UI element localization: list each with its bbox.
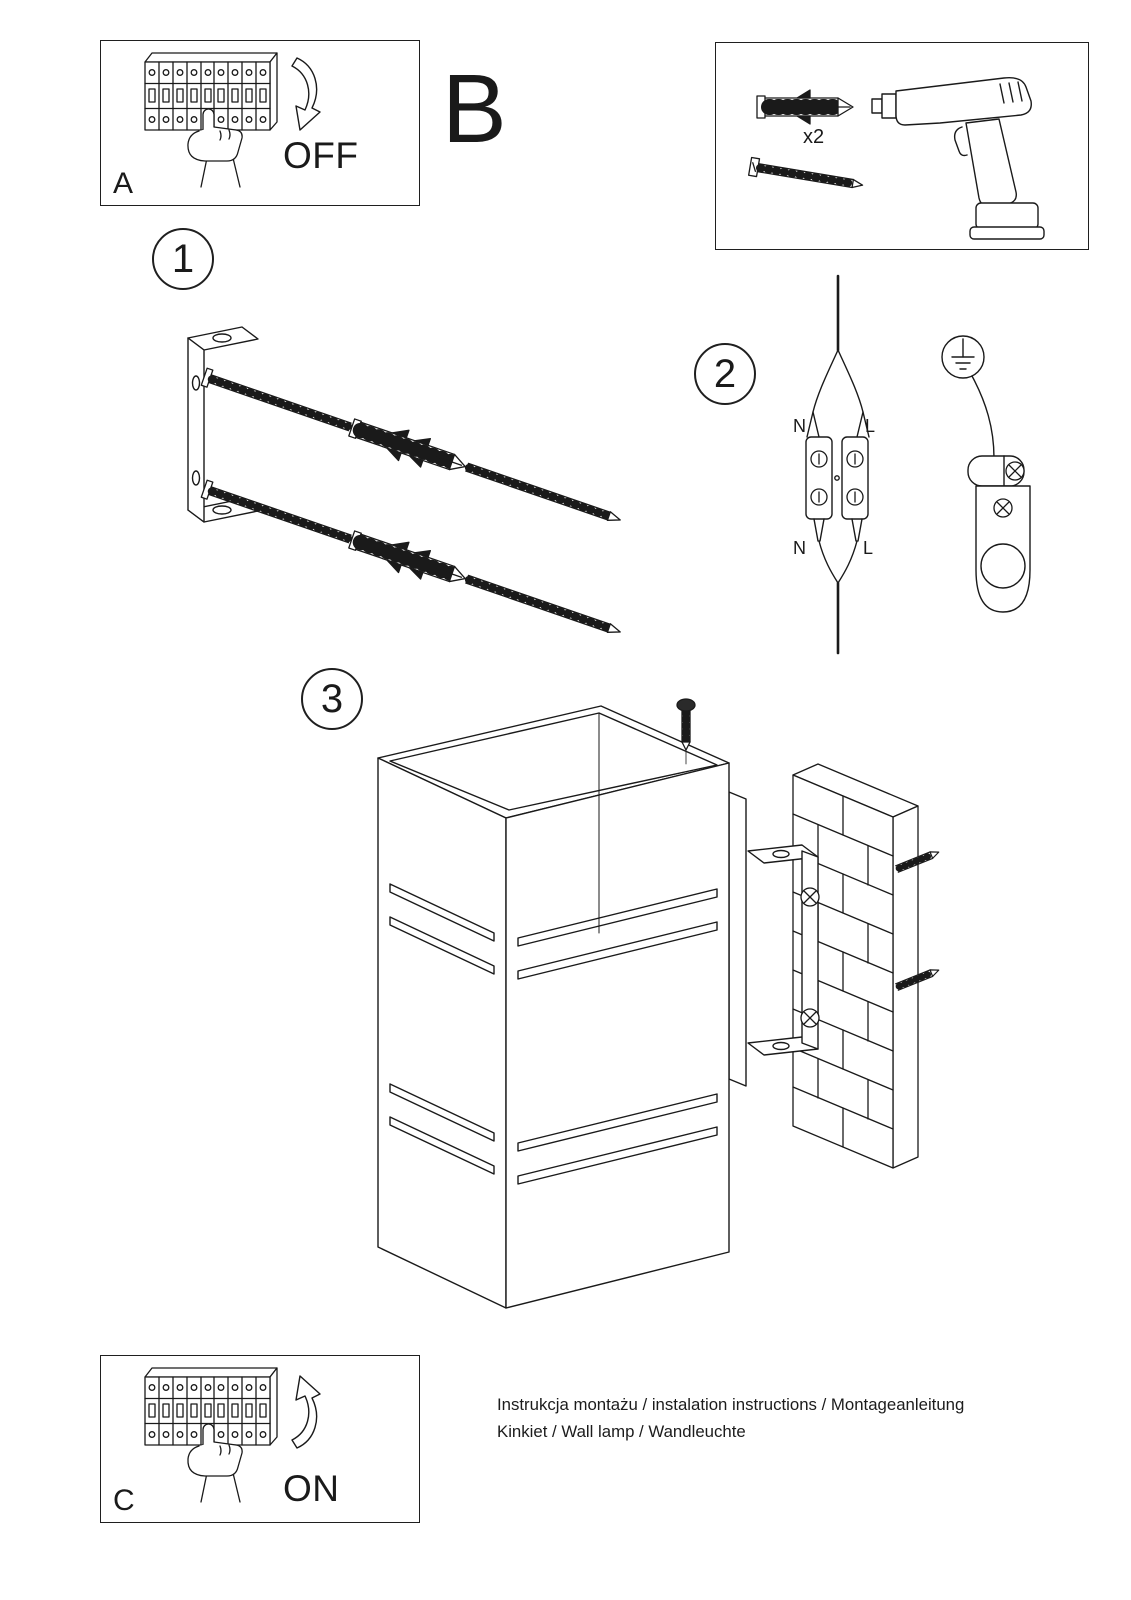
step-3-badge: 3 [301,668,363,730]
step-1-badge: 1 [152,228,214,290]
footer-line-1: Instrukcja montażu / instalation instruc… [497,1395,965,1414]
panel-power-off: A OFF [100,40,420,206]
anchor-quantity-label: x2 [803,126,825,148]
footer-line-2: Kinkiet / Wall lamp / Wandleuchte [497,1422,746,1442]
off-label: OFF [283,135,359,176]
ground-connector-icon [941,335,1031,613]
wire-label-l-bottom: L [863,538,874,558]
wire-label-l-top: L [865,416,876,436]
panel-power-on: C ON [100,1355,420,1523]
panel-a-label: A [113,167,134,200]
step-2-badge: 2 [694,343,756,405]
top-screw-icon [676,698,696,765]
curved-arrow-down-icon [291,57,321,131]
step-1-number: 1 [171,236,195,281]
wire-terminal-icon [805,274,870,655]
section-b-label: B [442,54,507,163]
panel-c-label: C [113,1484,135,1517]
step-2-number: 2 [713,351,737,396]
panel-tools [715,42,1089,250]
drill-icon [871,77,1045,240]
on-label: ON [283,1468,340,1509]
wire-label-n-bottom: N [793,538,806,558]
screw-icon [748,156,864,189]
step-3-number: 3 [320,676,344,721]
wall-bracket-icon [747,844,820,1056]
wall-plug-icon [756,89,854,125]
wire-label-n-top: N [793,416,806,436]
curved-arrow-up-icon [291,1375,321,1449]
lamp-body-icon [377,705,747,1309]
footer-text: Instrukcja montażu / instalation instruc… [497,1391,964,1445]
